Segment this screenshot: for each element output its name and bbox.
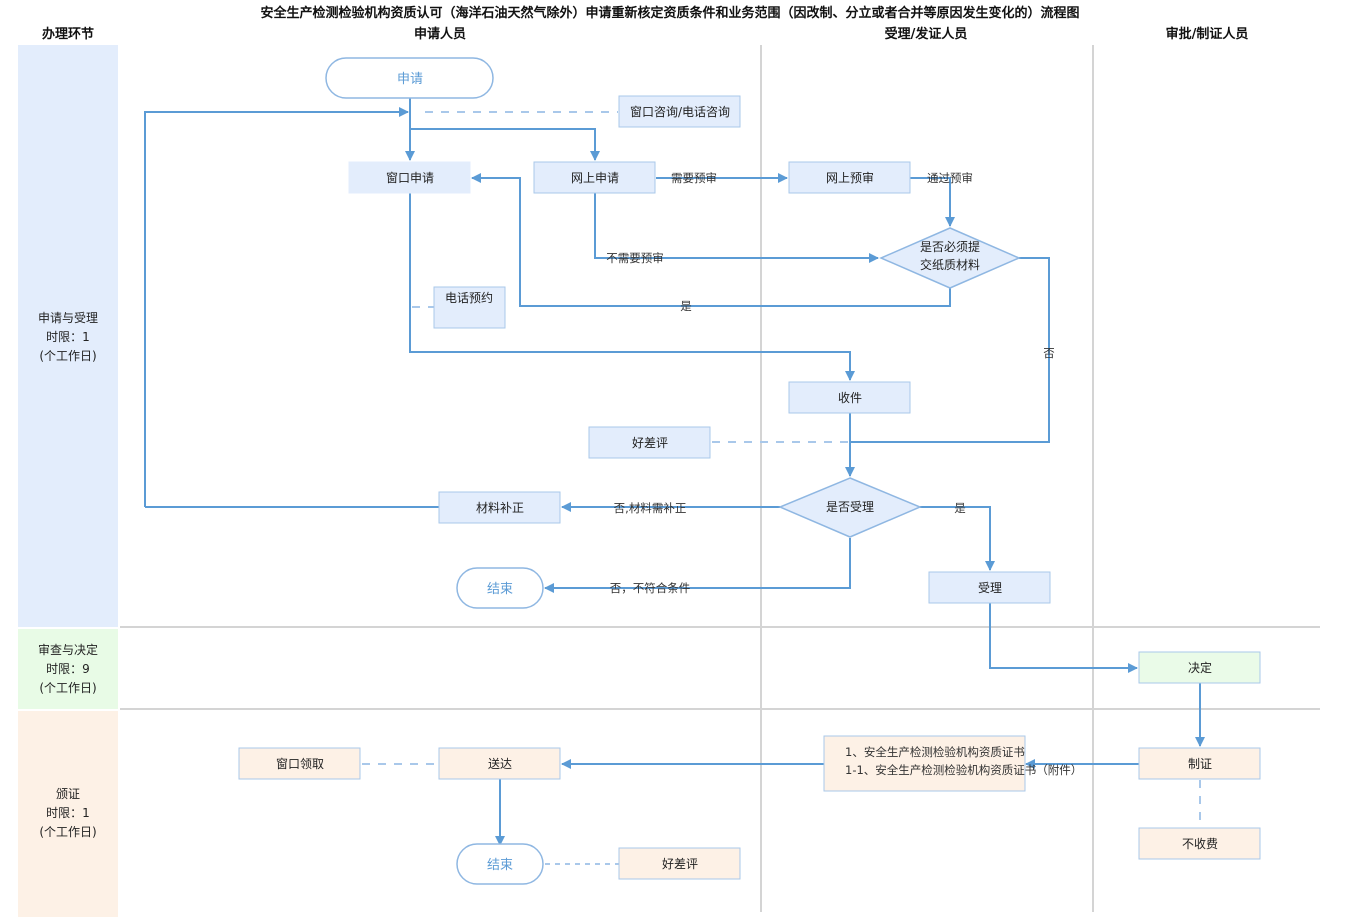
- cert-item: 1、安全生产检测检验机构资质证书: [845, 745, 1025, 759]
- edge-supplement-loop: [144, 107, 409, 507]
- cert-item: 1-1、安全生产检测检验机构资质证书（附件）: [845, 763, 1082, 777]
- phase-unit: (个工作日): [39, 681, 96, 695]
- edge-label-accept-yes: 是: [954, 501, 966, 515]
- node-receive[interactable]: 收件: [788, 381, 911, 414]
- node-label: 材料补正: [476, 501, 524, 515]
- edge-pass-precheck: [910, 177, 955, 227]
- edge-paper-yes: [471, 173, 951, 307]
- edge-label-paper-no: 否: [1043, 346, 1055, 360]
- node-label: 决定: [1188, 660, 1212, 675]
- node-online-apply[interactable]: 网上申请: [533, 161, 656, 194]
- node-label: 申请: [397, 72, 423, 87]
- header-lane-acceptance: 受理/发证人员: [885, 26, 968, 42]
- phase-band-issue: [18, 711, 118, 917]
- node-deliver[interactable]: 送达: [438, 747, 561, 780]
- node-label: 网上预审: [826, 170, 874, 185]
- node-no-fee[interactable]: 不收费: [1138, 827, 1261, 860]
- node-make-cert[interactable]: 制证: [1138, 747, 1261, 780]
- chart-title: 安全生产检测检验机构资质认可（海洋石油天然气除外）申请重新核定资质条件和业务范围…: [260, 5, 1079, 21]
- edge-no-precheck: [594, 193, 879, 263]
- phase-limit: 时限：1: [46, 806, 90, 820]
- node-paper-required-decision[interactable]: 是否必须提 交纸质材料: [879, 227, 1021, 289]
- node-phone-appointment[interactable]: 电话预约: [433, 286, 506, 329]
- phase-limit: 时限：9: [46, 662, 90, 676]
- edge-label-unqualified: 否，不符合条件: [610, 581, 691, 595]
- header-lane-approval: 审批/制证人员: [1166, 26, 1249, 42]
- node-rating-2[interactable]: 好差评: [618, 847, 741, 880]
- node-end-1[interactable]: 结束: [456, 567, 544, 609]
- node-label: 送达: [488, 756, 512, 771]
- node-label: 交纸质材料: [920, 257, 980, 272]
- node-label: 好差评: [662, 857, 698, 871]
- phase-name: 申请与受理: [38, 311, 98, 325]
- node-label: 电话预约: [445, 290, 493, 305]
- edge-unqualified-end: [544, 538, 851, 593]
- node-end-2[interactable]: 结束: [456, 843, 544, 885]
- node-label: 收件: [838, 391, 862, 405]
- node-label: 是否必须提: [920, 239, 980, 254]
- node-label: 窗口申请: [386, 171, 434, 185]
- edge-window-receive: [409, 193, 855, 381]
- phase-band-apply: [18, 45, 118, 627]
- edge-label-pass-precheck: 通过预审: [927, 171, 973, 185]
- node-label: 受理: [978, 581, 1002, 595]
- edge-label-need-precheck: 需要预审: [671, 171, 717, 185]
- node-supplement[interactable]: 材料补正: [438, 491, 561, 524]
- phase-label-issue: 颁证 时限：1 (个工作日): [39, 786, 96, 839]
- node-consult[interactable]: 窗口咨询/电话咨询: [618, 95, 741, 128]
- phase-unit: (个工作日): [39, 349, 96, 363]
- edge-paper-no: [850, 257, 1050, 443]
- edge-label-supplement: 否,材料需补正: [614, 501, 687, 515]
- header-lane-applicant: 申请人员: [414, 26, 466, 42]
- edge-accepted: [920, 506, 995, 571]
- phase-name: 颁证: [56, 786, 80, 801]
- edge-label-paper-yes: 是: [680, 299, 692, 313]
- node-label: 网上申请: [571, 171, 619, 185]
- phase-limit: 时限：1: [46, 330, 90, 344]
- node-apply[interactable]: 申请: [325, 57, 494, 99]
- edge-label-no-precheck: 不需要预审: [606, 251, 664, 265]
- node-label: 好差评: [632, 436, 668, 450]
- phase-name: 审查与决定: [38, 642, 98, 657]
- node-decide[interactable]: 决定: [1138, 651, 1261, 684]
- header-phase: 办理环节: [42, 26, 94, 42]
- phase-band-review: [18, 629, 118, 709]
- node-label: 窗口领取: [276, 757, 324, 771]
- edge-apply-online: [410, 128, 600, 161]
- node-label: 制证: [1188, 757, 1212, 771]
- node-label: 结束: [487, 582, 513, 597]
- node-certificates[interactable]: 1、安全生产检测检验机构资质证书 1-1、安全生产检测检验机构资质证书（附件）: [823, 735, 1082, 792]
- node-online-precheck[interactable]: 网上预审: [788, 161, 911, 194]
- node-window-apply[interactable]: 窗口申请: [348, 161, 471, 194]
- phase-label-review: 审查与决定 时限：9 (个工作日): [38, 642, 98, 695]
- node-label: 是否受理: [826, 500, 874, 514]
- edge-accept-decide: [989, 603, 1138, 673]
- node-accept[interactable]: 受理: [928, 571, 1051, 604]
- node-rating-1[interactable]: 好差评: [588, 426, 711, 459]
- node-label: 结束: [487, 858, 513, 873]
- node-label: 不收费: [1182, 837, 1218, 851]
- phase-unit: (个工作日): [39, 825, 96, 839]
- node-accept-decision[interactable]: 是否受理: [778, 477, 922, 538]
- node-label: 窗口咨询/电话咨询: [630, 104, 730, 119]
- node-window-pickup[interactable]: 窗口领取: [238, 747, 361, 780]
- phase-label-apply: 申请与受理 时限：1 (个工作日): [38, 311, 98, 363]
